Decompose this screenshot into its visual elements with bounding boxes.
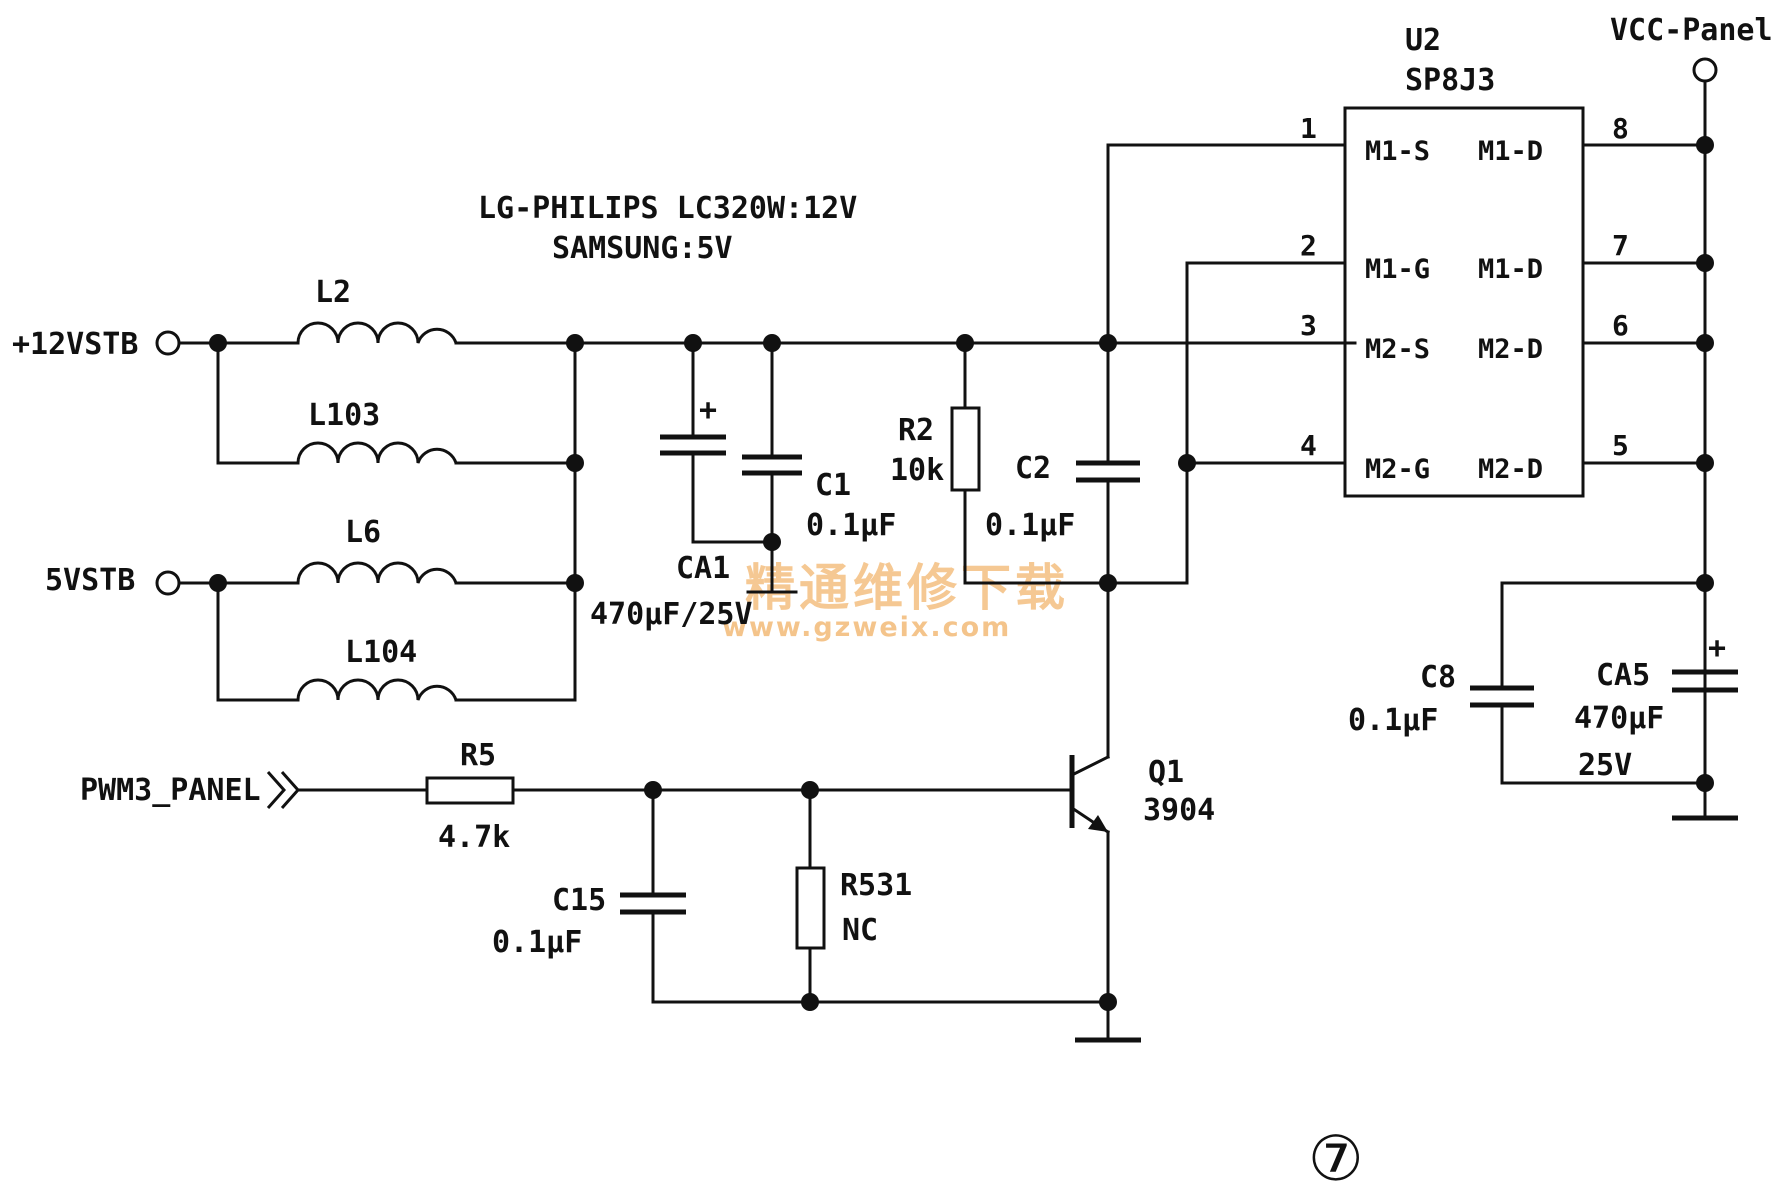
u2-pin-3-name: M2-S bbox=[1365, 334, 1430, 365]
r5-value: 4.7k bbox=[438, 820, 510, 855]
inductor-l2: L2 bbox=[296, 275, 458, 344]
r531-ref: R531 bbox=[840, 868, 912, 903]
capacitor-c2: C2 0.1μF bbox=[985, 143, 1140, 759]
ca1-value: 470μF/25V bbox=[590, 597, 753, 632]
r5-ref: R5 bbox=[460, 738, 496, 773]
u2-pin-4-num: 4 bbox=[1300, 429, 1317, 462]
u2-pin-2-num: 2 bbox=[1300, 229, 1317, 262]
u2-part: SP8J3 bbox=[1405, 63, 1495, 98]
r2-ref: R2 bbox=[898, 413, 934, 448]
ca5-ref: CA5 bbox=[1596, 658, 1650, 693]
port-pwm3-panel-label: PWM3_PANEL bbox=[80, 773, 261, 808]
u2-pin-7-num: 7 bbox=[1612, 229, 1629, 262]
ca1-polarity-mark: + bbox=[699, 393, 717, 428]
r531-value: NC bbox=[842, 913, 878, 948]
u2-pin-6-name: M2-D bbox=[1478, 334, 1543, 365]
port-12vstb: +12VSTB bbox=[12, 327, 181, 362]
capacitor-c1: C1 0.1μF bbox=[742, 341, 896, 594]
inductor-l104: L104 bbox=[296, 635, 458, 701]
resistor-r5: R5 4.7k bbox=[296, 738, 1074, 855]
u2-pin-2-name: M1-G bbox=[1365, 254, 1430, 285]
u2-pin-1-num: 1 bbox=[1300, 112, 1317, 145]
port-12vstb-terminal bbox=[155, 330, 181, 356]
gate-net-wiring bbox=[1106, 143, 1347, 585]
port-vcc-panel-label: VCC-Panel bbox=[1610, 13, 1773, 48]
ic-u2: U2 SP8J3 1 2 3 4 M1-S M1-G M2-S M2-G M1-… bbox=[1300, 23, 1707, 498]
vcc-panel-rail: VCC-Panel bbox=[1610, 13, 1773, 821]
note-line-1: LG-PHILIPS LC320W:12V bbox=[478, 191, 857, 226]
inductor-l6: L6 bbox=[296, 515, 458, 584]
capacitor-c8: C8 0.1μF bbox=[1348, 581, 1707, 785]
q1-ref: Q1 bbox=[1148, 755, 1184, 790]
ca1-ref: CA1 bbox=[676, 551, 730, 586]
u2-pin-3-num: 3 bbox=[1300, 309, 1317, 342]
u2-pin-1-name: M1-S bbox=[1365, 136, 1430, 167]
port-pwm3-panel-arrow bbox=[266, 771, 301, 809]
junction-dots bbox=[209, 136, 1714, 1011]
port-5vstb-label: 5VSTB bbox=[45, 563, 135, 598]
r2-value: 10k bbox=[890, 453, 944, 488]
port-5vstb-terminal bbox=[155, 570, 181, 596]
ca5-voltage: 25V bbox=[1578, 748, 1632, 783]
c1-ref: C1 bbox=[815, 468, 851, 503]
ca5-value: 470μF bbox=[1574, 701, 1664, 736]
resistor-r531: R531 NC bbox=[795, 788, 912, 1004]
ca5-polarity-mark: + bbox=[1708, 631, 1726, 666]
watermark: 精通维修下载 www.gzweix.com bbox=[722, 559, 1069, 643]
u2-ref: U2 bbox=[1405, 23, 1441, 58]
u2-pin-8-name: M1-D bbox=[1478, 136, 1543, 167]
u2-pin-5-name: M2-D bbox=[1478, 454, 1543, 485]
watermark-url: www.gzweix.com bbox=[722, 612, 1011, 643]
port-12vstb-label: +12VSTB bbox=[12, 327, 138, 362]
c1-value: 0.1μF bbox=[806, 508, 896, 543]
figure-number: ⑦ bbox=[1308, 1122, 1364, 1195]
c2-ref: C2 bbox=[1015, 451, 1051, 486]
ic-u2-body bbox=[1343, 106, 1585, 498]
watermark-text: 精通维修下载 bbox=[745, 559, 1069, 617]
note-line-2: SAMSUNG:5V bbox=[552, 231, 733, 266]
c15-ref: C15 bbox=[552, 883, 606, 918]
inductor-bank-wiring bbox=[177, 341, 1357, 702]
capacitor-ca5: + CA5 470μF 25V bbox=[1574, 631, 1738, 783]
capacitor-c15: C15 0.1μF bbox=[492, 788, 1110, 1004]
c2-value: 0.1μF bbox=[985, 508, 1075, 543]
port-pwm3-panel: PWM3_PANEL bbox=[80, 771, 301, 809]
u2-pin-7-name: M1-D bbox=[1478, 254, 1543, 285]
inductor-l103: L103 bbox=[296, 398, 458, 464]
c8-ref: C8 bbox=[1420, 660, 1456, 695]
transistor-q1: Q1 3904 bbox=[1069, 754, 1215, 1043]
u2-pin-6-num: 6 bbox=[1612, 309, 1629, 342]
q1-part: 3904 bbox=[1143, 793, 1215, 828]
resistor-r2: R2 10k bbox=[890, 341, 1110, 585]
u2-pin-8-num: 8 bbox=[1612, 112, 1629, 145]
inductor-l6-ref: L6 bbox=[345, 515, 381, 550]
inductor-l104-ref: L104 bbox=[345, 635, 417, 670]
port-vcc-panel-terminal bbox=[1692, 57, 1718, 83]
capacitor-ca1: + CA1 470μF/25V bbox=[590, 341, 774, 632]
inductor-l2-ref: L2 bbox=[315, 275, 351, 310]
c15-value: 0.1μF bbox=[492, 925, 582, 960]
c8-value: 0.1μF bbox=[1348, 703, 1438, 738]
inductor-l103-ref: L103 bbox=[308, 398, 380, 433]
u2-pin-4-name: M2-G bbox=[1365, 454, 1430, 485]
port-5vstb: 5VSTB bbox=[45, 563, 181, 598]
u2-pin-5-num: 5 bbox=[1612, 429, 1629, 462]
